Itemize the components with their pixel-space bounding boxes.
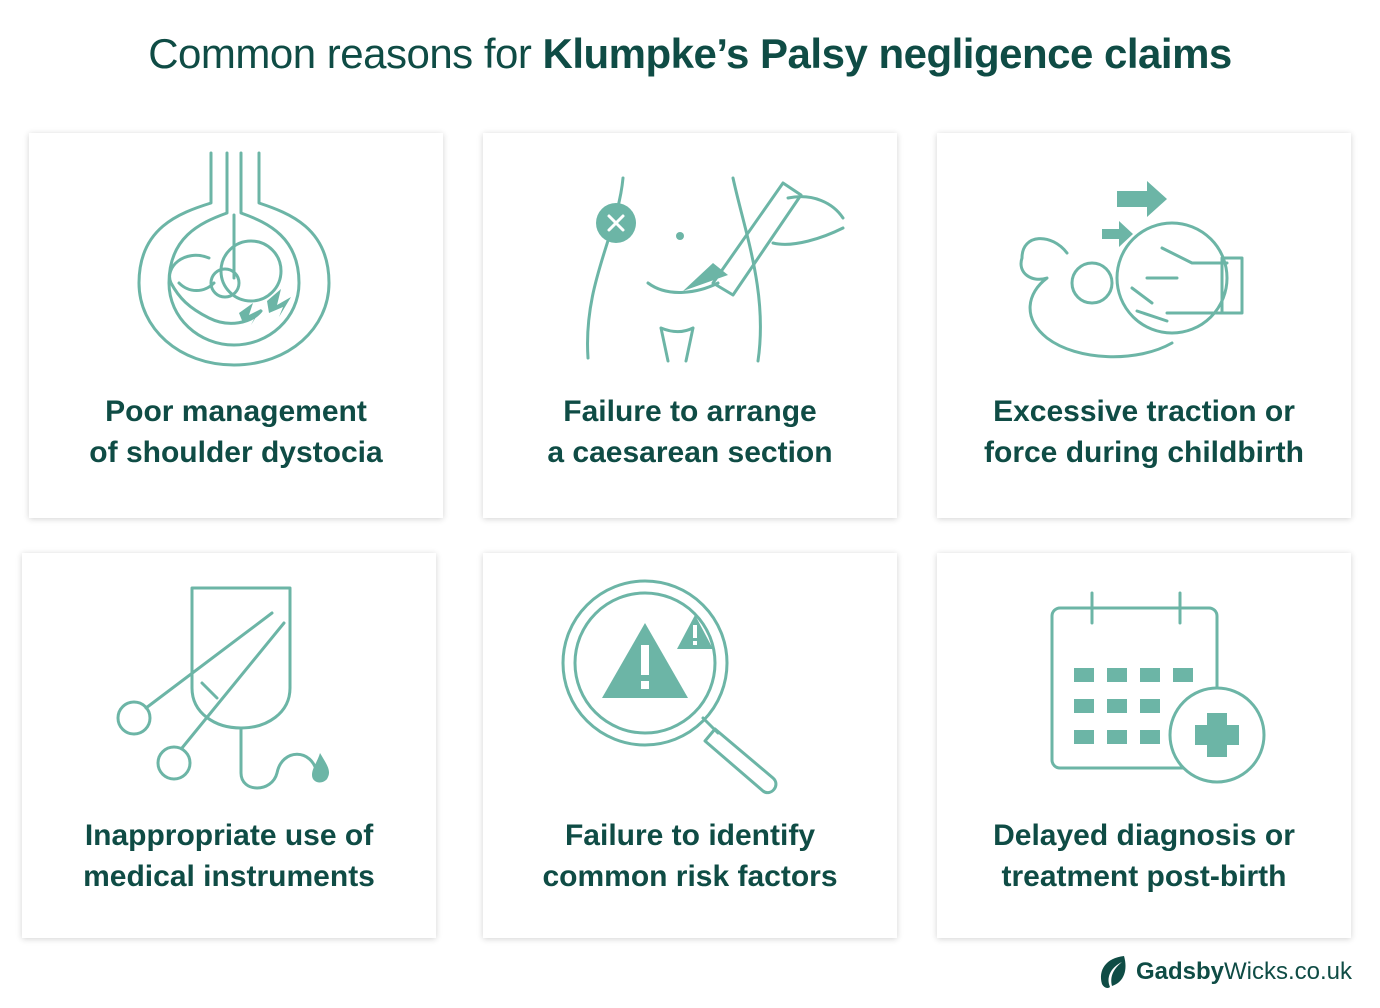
reason-card-shoulder-dystocia: Poor management of shoulder dystocia [29, 133, 443, 518]
risk-magnifier-icon [561, 579, 778, 794]
card-label: Inappropriate use of medical instruments [22, 815, 436, 897]
womb-baby-icon [137, 151, 331, 367]
label-line-1: Inappropriate use of [84, 819, 374, 852]
calendar-medical-icon [1050, 591, 1266, 784]
reason-card-traction: Excessive traction or force during child… [937, 133, 1351, 518]
card-label: Failure to identify common risk factors [483, 815, 897, 897]
leaf-icon [1100, 956, 1126, 988]
card-label: Poor management of shoulder dystocia [29, 391, 443, 473]
medical-instruments-icon [116, 586, 330, 790]
card-label: Failure to arrange a caesarean section [483, 391, 897, 473]
logo-bold: Gadsby [1135, 958, 1224, 985]
label-line-2: a caesarean section [547, 436, 833, 469]
traction-force-icon [1019, 181, 1244, 359]
page-title: Common reasons for Klumpke’s Palsy negli… [0, 30, 1380, 78]
label-line-1: Poor management [105, 395, 367, 428]
caesarean-scalpel-icon [586, 176, 845, 363]
label-line-2: force during childbirth [984, 436, 1304, 469]
reason-card-caesarean: Failure to arrange a caesarean section [483, 133, 897, 518]
label-line-1: Delayed diagnosis or [993, 819, 1295, 852]
title-bold: Klumpke’s Palsy negligence claims [542, 30, 1233, 77]
title-light: Common reasons for [148, 30, 543, 77]
reason-card-risk-factors: Failure to identify common risk factors [483, 553, 897, 938]
label-line-2: common risk factors [542, 860, 838, 893]
label-line-2: treatment post-birth [1001, 860, 1287, 893]
reason-card-instruments: Inappropriate use of medical instruments [22, 553, 436, 938]
card-label: Excessive traction or force during child… [937, 391, 1351, 473]
label-line-1: Excessive traction or [993, 395, 1295, 428]
label-line-1: Failure to identify [564, 819, 816, 852]
label-line-1: Failure to arrange [563, 395, 817, 428]
label-line-2: of shoulder dystocia [89, 436, 383, 469]
logo-light: Wicks.co.uk [1223, 958, 1352, 985]
reason-card-delayed-diagnosis: Delayed diagnosis or treatment post-birt… [937, 553, 1351, 938]
label-line-2: medical instruments [83, 860, 375, 893]
card-label: Delayed diagnosis or treatment post-birt… [937, 815, 1351, 897]
